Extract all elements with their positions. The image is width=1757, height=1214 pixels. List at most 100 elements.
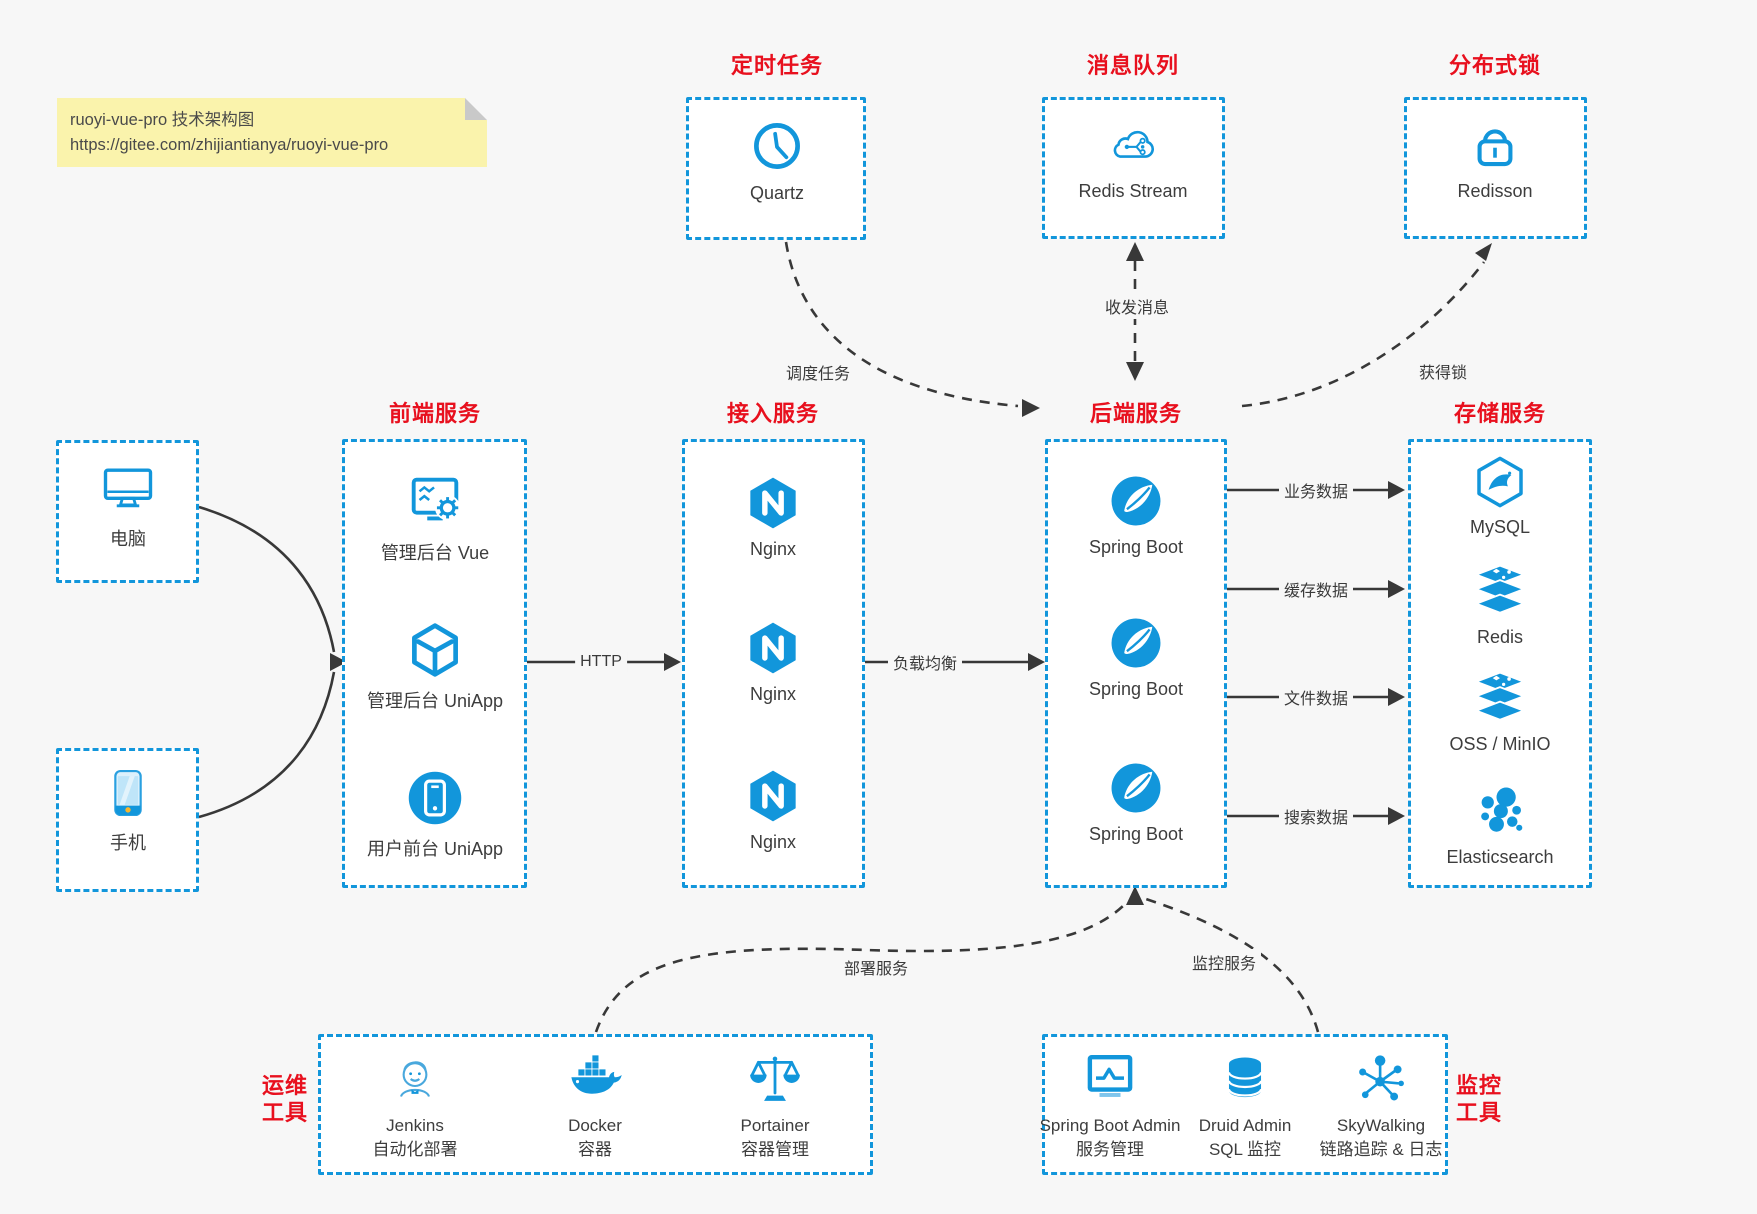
node-user-uniapp: 用户前台 UniApp <box>335 768 535 861</box>
node-label: Portainer <box>740 1116 810 1135</box>
object-storage-stack-icon <box>1471 669 1529 727</box>
node-sublabel: SQL 监控 <box>1208 1140 1282 1159</box>
admin-monitor-gear-icon <box>404 470 466 532</box>
edge-label-deploy: 部署服务 <box>838 954 914 980</box>
node-spring-boot-1: Spring Boot <box>1036 472 1236 558</box>
node-portainer: Portainer 容器管理 <box>675 1051 875 1161</box>
title-frontend-services: 前端服务 <box>388 401 482 426</box>
node-label: Redisson <box>1457 181 1533 201</box>
node-skywalking: SkyWalking 链路追踪 & 日志 <box>1281 1051 1481 1161</box>
title-storage-services: 存储服务 <box>1453 401 1547 426</box>
edge-pc-to-frontend <box>198 505 336 653</box>
node-label: Jenkins <box>386 1116 444 1135</box>
box-message-queue <box>1042 97 1225 239</box>
nginx-icon <box>744 619 802 677</box>
node-redisson: Redisson <box>1395 116 1595 202</box>
spring-boot-icon <box>1107 614 1165 672</box>
note-fold-corner <box>465 98 487 120</box>
edge-label-file-data: 文件数据 <box>1278 684 1354 710</box>
node-label: Quartz <box>749 183 805 203</box>
node-label: Redis Stream <box>1078 181 1188 201</box>
nginx-icon <box>744 474 802 532</box>
scales-icon <box>747 1051 803 1107</box>
box-distributed-lock <box>1404 97 1587 239</box>
nginx-icon <box>744 767 802 825</box>
node-sublabel: 服务管理 <box>1076 1140 1144 1159</box>
node-spring-boot-2: Spring Boot <box>1036 614 1236 700</box>
node-jenkins: Jenkins 自动化部署 <box>315 1051 515 1161</box>
edge-get-lock <box>1241 261 1486 408</box>
node-docker: Docker 容器 <box>495 1051 695 1161</box>
node-label: Nginx <box>749 539 797 559</box>
node-label: 管理后台 UniApp <box>366 691 504 711</box>
note-url: https://gitee.com/zhijiantianya/ruoyi-vu… <box>70 136 389 154</box>
node-label: 手机 <box>110 833 146 853</box>
title-backend-services: 后端服务 <box>1089 401 1183 426</box>
node-label: Spring Boot <box>1088 679 1184 699</box>
title-distributed-lock: 分布式锁 <box>1448 53 1542 78</box>
node-quartz: Quartz <box>677 116 877 204</box>
node-phone: 手机 <box>28 764 228 855</box>
desktop-icon <box>98 458 158 518</box>
database-cylinder-icon <box>1218 1051 1272 1107</box>
monitor-chart-icon <box>1081 1051 1139 1107</box>
edge-label-search-data: 搜索数据 <box>1278 803 1354 829</box>
edge-label-business-data: 业务数据 <box>1278 477 1354 503</box>
title-ops-line2: 工具 <box>262 1100 309 1125</box>
node-admin-vue: 管理后台 Vue <box>335 470 535 565</box>
title-scheduled-tasks: 定时任务 <box>730 53 824 78</box>
node-label: 管理后台 Vue <box>380 543 490 563</box>
node-label: MySQL <box>1469 517 1530 537</box>
edge-label-http: HTTP <box>575 652 627 672</box>
edge-label-cache-data: 缓存数据 <box>1278 576 1354 602</box>
edge-monitoring <box>1145 897 1320 1033</box>
node-label: Spring Boot <box>1088 537 1184 557</box>
note-title: ruoyi-vue-pro 技术架构图 <box>70 111 255 129</box>
node-label: Spring Boot <box>1088 824 1184 844</box>
app-circle-phone-icon <box>405 768 465 828</box>
node-spring-boot-3: Spring Boot <box>1036 759 1236 845</box>
node-sublabel: 容器 <box>578 1140 612 1159</box>
title-gateway-services: 接入服务 <box>726 401 820 426</box>
node-nginx-2: Nginx <box>673 619 873 705</box>
edge-label-load-balance: 负载均衡 <box>887 649 963 675</box>
node-redis: Redis <box>1400 562 1600 648</box>
trace-network-icon <box>1353 1051 1409 1107</box>
title-ops-tools: 运维 工具 <box>262 1072 308 1126</box>
uniapp-cube-icon <box>405 620 465 680</box>
node-admin-uniapp: 管理后台 UniApp <box>335 620 535 713</box>
title-monitor-line1: 监控 <box>1456 1073 1503 1098</box>
title-monitor-tools: 监控 工具 <box>1456 1072 1502 1126</box>
node-elasticsearch: Elasticsearch <box>1400 784 1600 868</box>
edge-label-schedule-task: 调度任务 <box>780 359 856 385</box>
edge-phone-to-frontend <box>198 671 336 819</box>
sticky-note: ruoyi-vue-pro 技术架构图 https://gitee.com/zh… <box>57 98 487 167</box>
title-monitor-line2: 工具 <box>1456 1100 1503 1125</box>
jenkins-icon <box>387 1051 443 1107</box>
elasticsearch-cluster-icon <box>1472 784 1528 840</box>
node-label: OSS / MinIO <box>1449 734 1551 754</box>
node-mysql: MySQL <box>1400 454 1600 538</box>
node-label: Nginx <box>749 832 797 852</box>
node-spring-boot-admin: Spring Boot Admin 服务管理 <box>1010 1051 1210 1161</box>
mysql-icon <box>1472 454 1528 510</box>
title-ops-line1: 运维 <box>262 1073 309 1098</box>
spring-boot-icon <box>1107 759 1165 817</box>
node-redis-stream: Redis Stream <box>1033 118 1233 202</box>
box-pc-client <box>56 440 199 583</box>
cloud-stream-icon <box>1102 118 1164 174</box>
node-label: 用户前台 UniApp <box>366 839 504 859</box>
node-label: 电脑 <box>110 529 146 549</box>
node-sublabel: 自动化部署 <box>372 1140 458 1159</box>
node-label: Redis <box>1476 627 1524 647</box>
node-nginx-3: Nginx <box>673 767 873 853</box>
spring-boot-icon <box>1107 472 1165 530</box>
node-druid-admin: Druid Admin SQL 监控 <box>1145 1051 1345 1161</box>
node-nginx-1: Nginx <box>673 474 873 560</box>
edge-label-get-lock: 获得锁 <box>1413 358 1473 384</box>
lock-icon <box>1466 116 1524 174</box>
node-label: Druid Admin <box>1198 1116 1292 1135</box>
edge-label-messages: 收发消息 <box>1099 293 1175 319</box>
node-pc: 电脑 <box>28 458 228 551</box>
